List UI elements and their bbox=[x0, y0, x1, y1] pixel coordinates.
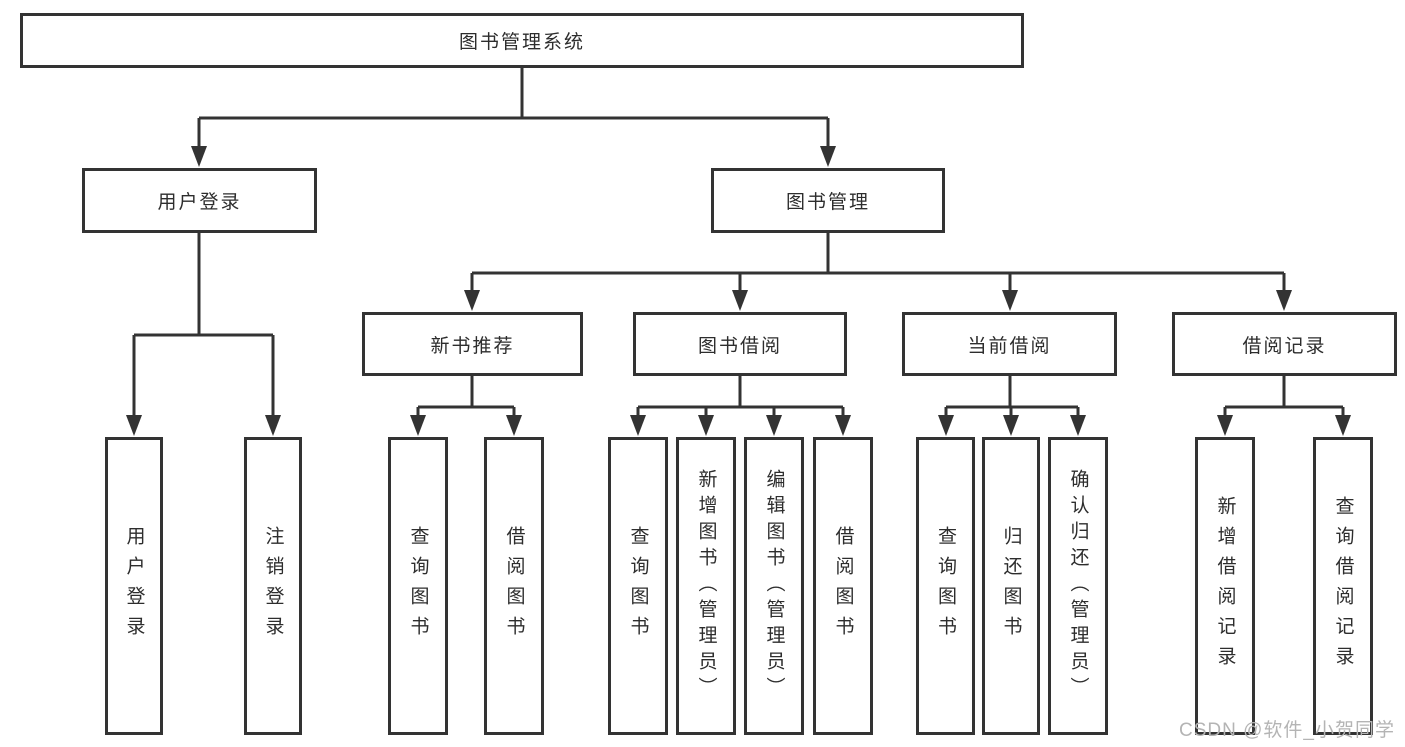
leaf-label: 借阅图书 bbox=[503, 526, 525, 646]
node-borrow-records: 借阅记录 bbox=[1172, 312, 1397, 376]
arrowhead-icon bbox=[1070, 415, 1086, 436]
leaf-label: 用户登录 bbox=[123, 526, 145, 646]
arrowhead-icon bbox=[820, 146, 836, 167]
node-label: 借阅记录 bbox=[1242, 335, 1327, 357]
leaf-label: 查询图书 bbox=[407, 526, 429, 646]
node-root-system: 图书管理系统 bbox=[20, 13, 1024, 68]
leaf-query-borrow-record: 查询借阅记录 bbox=[1313, 437, 1373, 735]
node-book-borrow: 图书借阅 bbox=[633, 312, 847, 376]
leaf-edit-books-admin: 编辑图书（管理员） bbox=[744, 437, 804, 735]
arrowhead-icon bbox=[464, 290, 480, 311]
leaf-confirm-return-admin: 确认归还（管理员） bbox=[1048, 437, 1108, 735]
arrowhead-icon bbox=[126, 415, 142, 436]
arrowhead-icon bbox=[766, 415, 782, 436]
arrowhead-icon bbox=[1217, 415, 1233, 436]
node-book-management: 图书管理 bbox=[711, 168, 945, 233]
arrowhead-icon bbox=[191, 146, 207, 167]
leaf-borrow-books: 借阅图书 bbox=[484, 437, 544, 735]
leaf-query-books: 查询图书 bbox=[608, 437, 668, 735]
node-current-borrow: 当前借阅 bbox=[902, 312, 1117, 376]
leaf-label: 归还图书 bbox=[1000, 526, 1022, 646]
leaf-borrow-books: 借阅图书 bbox=[813, 437, 873, 735]
leaf-logout: 注销登录 bbox=[244, 437, 302, 735]
leaf-query-books: 查询图书 bbox=[388, 437, 448, 735]
leaf-label: 借阅图书 bbox=[832, 526, 854, 646]
arrowhead-icon bbox=[1002, 290, 1018, 311]
arrowhead-icon bbox=[265, 415, 281, 436]
leaf-add-borrow-record: 新增借阅记录 bbox=[1195, 437, 1255, 735]
arrowhead-icon bbox=[835, 415, 851, 436]
arrowhead-icon bbox=[732, 290, 748, 311]
leaf-label: 注销登录 bbox=[262, 526, 284, 646]
leaf-label: 查询图书 bbox=[627, 526, 649, 646]
node-label: 新书推荐 bbox=[430, 335, 515, 357]
leaf-return-books: 归还图书 bbox=[982, 437, 1040, 735]
leaf-add-books-admin: 新增图书（管理员） bbox=[676, 437, 736, 735]
leaf-query-books: 查询图书 bbox=[916, 437, 975, 735]
arrowhead-icon bbox=[938, 415, 954, 436]
arrowhead-icon bbox=[630, 415, 646, 436]
csdn-watermark: CSDN @软件_小贺同学 bbox=[1179, 720, 1395, 741]
node-label: 图书借阅 bbox=[697, 335, 782, 357]
node-new-book-recommend: 新书推荐 bbox=[362, 312, 583, 376]
leaf-label: 新增借阅记录 bbox=[1214, 496, 1236, 676]
node-user-login: 用户登录 bbox=[82, 168, 317, 233]
leaf-label: 新增图书（管理员） bbox=[695, 469, 717, 703]
leaf-label: 编辑图书（管理员） bbox=[763, 469, 785, 703]
leaf-label: 查询借阅记录 bbox=[1332, 496, 1354, 676]
arrowhead-icon bbox=[1276, 290, 1292, 311]
node-label: 用户登录 bbox=[157, 192, 242, 213]
leaf-user-login: 用户登录 bbox=[105, 437, 163, 735]
arrowhead-icon bbox=[506, 415, 522, 436]
leaf-label: 确认归还（管理员） bbox=[1067, 469, 1089, 703]
arrowhead-icon bbox=[1003, 415, 1019, 436]
arrowhead-icon bbox=[1335, 415, 1351, 436]
node-label: 当前借阅 bbox=[967, 335, 1052, 357]
node-label: 图书管理 bbox=[785, 192, 870, 213]
leaf-label: 查询图书 bbox=[935, 526, 956, 646]
arrowheads bbox=[126, 146, 1351, 436]
node-label: 图书管理系统 bbox=[458, 32, 585, 53]
arrowhead-icon bbox=[410, 415, 426, 436]
arrowhead-icon bbox=[698, 415, 714, 436]
